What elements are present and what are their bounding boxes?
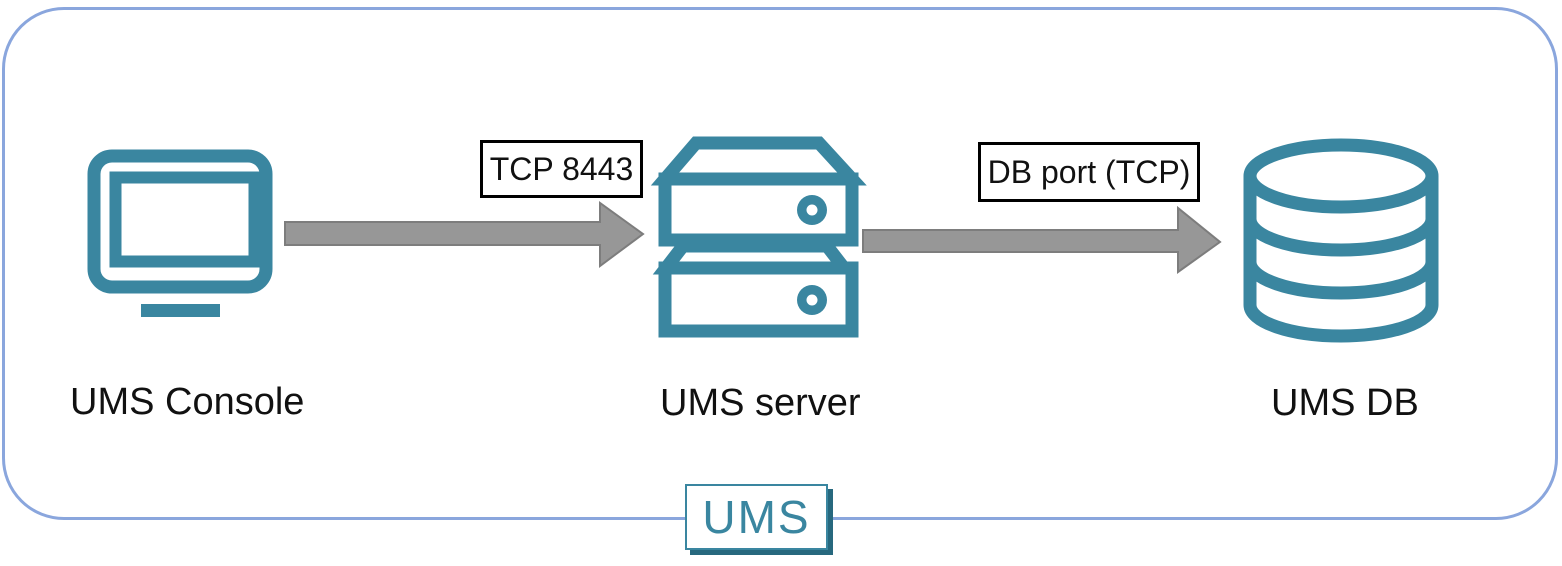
node-label-ums-server: UMS server [660,382,861,424]
monitor-icon [87,149,273,317]
node-label-ums-db: UMS DB [1271,382,1419,424]
ums-badge-label: UMS [702,491,811,543]
arrow-server-to-db [862,205,1222,274]
connection-label-text: TCP 8443 [489,150,634,187]
ums-badge: UMS [685,484,828,550]
connection-label-db-port: DB port (TCP) [978,142,1200,202]
database-icon [1243,138,1439,343]
node-label-ums-console: UMS Console [70,381,305,423]
server-icon [650,136,867,338]
arrow-console-to-server [284,201,645,268]
connection-label-text: DB port (TCP) [987,153,1191,190]
connection-label-tcp-8443: TCP 8443 [480,140,643,198]
